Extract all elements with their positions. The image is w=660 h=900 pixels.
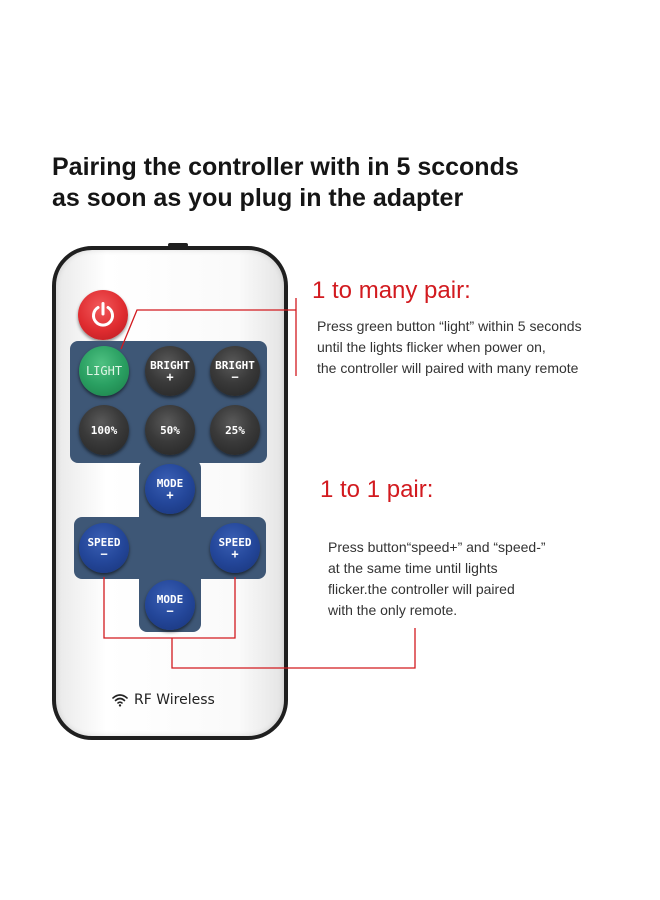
one-pair-title: 1 to 1 pair: bbox=[320, 476, 434, 503]
headline: Pairing the controller with in 5 scconds… bbox=[52, 152, 652, 214]
brightness-25-button[interactable]: 25% bbox=[210, 405, 260, 455]
bright-minus-label: BRIGHT bbox=[215, 359, 255, 372]
mode-minus-button[interactable]: MODE − bbox=[145, 580, 195, 630]
brightness-50-label: 50% bbox=[160, 423, 180, 437]
many-pair-description: Press green button “light” within 5 seco… bbox=[317, 316, 582, 379]
bright-plus-label: BRIGHT bbox=[150, 359, 190, 372]
speed-plus-label: SPEED bbox=[218, 536, 252, 549]
one-pair-line-1: Press button“speed+” and “speed-” bbox=[328, 539, 546, 555]
light-button-label: LIGHT bbox=[85, 363, 123, 378]
mode-plus-sign: + bbox=[166, 488, 174, 502]
mode-minus-sign: − bbox=[166, 604, 174, 618]
many-pair-title: 1 to many pair: bbox=[312, 277, 471, 304]
many-pair-line-1: Press green button “light” within 5 seco… bbox=[317, 318, 582, 334]
power-button[interactable] bbox=[78, 290, 128, 340]
bright-plus-sign: + bbox=[166, 370, 174, 384]
speed-minus-label: SPEED bbox=[87, 536, 121, 549]
bright-plus-button[interactable]: BRIGHT + bbox=[145, 346, 195, 396]
bright-minus-sign: − bbox=[231, 370, 239, 384]
wifi-icon bbox=[112, 694, 128, 707]
mode-plus-button[interactable]: MODE + bbox=[145, 464, 195, 514]
speed-minus-button[interactable]: SPEED − bbox=[79, 523, 129, 573]
brightness-100-label: 100% bbox=[90, 423, 118, 437]
rf-wireless-label: RF Wireless bbox=[112, 692, 252, 708]
speed-plus-sign: + bbox=[231, 547, 239, 561]
speed-minus-sign: − bbox=[100, 547, 108, 561]
brightness-100-button[interactable]: 100% bbox=[79, 405, 129, 455]
brightness-25-label: 25% bbox=[225, 423, 245, 437]
one-pair-line-2: at the same time until lights bbox=[328, 560, 498, 576]
one-pair-line-3: flicker.the controller will paired bbox=[328, 581, 515, 597]
mode-plus-label: MODE bbox=[156, 477, 184, 490]
one-pair-connector bbox=[171, 628, 416, 669]
power-icon bbox=[92, 302, 114, 327]
one-pair-description: Press button“speed+” and “speed-” at the… bbox=[328, 537, 546, 621]
speed-pair-bracket bbox=[103, 577, 236, 639]
one-pair-line-4: with the only remote. bbox=[328, 602, 458, 618]
headline-line-1: Pairing the controller with in 5 scconds bbox=[52, 153, 519, 181]
mode-minus-label: MODE bbox=[156, 593, 184, 606]
many-pair-line-3: the controller will paired with many rem… bbox=[317, 360, 579, 376]
many-pair-connector bbox=[120, 309, 296, 350]
speed-plus-button[interactable]: SPEED + bbox=[210, 523, 260, 573]
many-pair-line-2: until the lights flicker when power on, bbox=[317, 339, 546, 355]
brightness-50-button[interactable]: 50% bbox=[145, 405, 195, 455]
headline-line-2: as soon as you plug in the adapter bbox=[52, 184, 464, 212]
light-button[interactable]: LIGHT bbox=[79, 346, 129, 396]
bright-minus-button[interactable]: BRIGHT − bbox=[210, 346, 260, 396]
rf-wireless-text: RF Wireless bbox=[134, 692, 215, 708]
remote-notch bbox=[168, 243, 188, 247]
